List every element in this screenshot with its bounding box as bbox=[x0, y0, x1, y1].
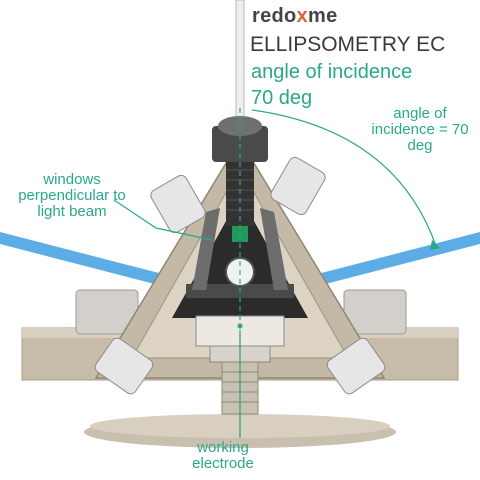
product-title: ELLIPSOMETRY EC bbox=[250, 33, 446, 56]
angle-heading-line1: angle of incidence bbox=[251, 61, 413, 83]
working-electrode-callout: working electrode bbox=[192, 439, 254, 472]
angle-arc bbox=[251, 109, 437, 247]
windows-leader-line bbox=[113, 199, 213, 241]
thumb-screw-top-left bbox=[150, 174, 206, 234]
window-left bbox=[192, 208, 220, 290]
angle-heading-line2: 70 deg bbox=[251, 87, 313, 109]
thumb-screw-top-right bbox=[270, 156, 326, 216]
arc-arrowhead bbox=[430, 240, 440, 250]
windows-callout: windows perpendicular to light beam bbox=[18, 171, 126, 220]
angle-callout: angle of incidence = 70 deg bbox=[371, 105, 469, 154]
green-seal bbox=[232, 224, 248, 242]
window-right bbox=[260, 208, 288, 290]
thumb-screw-bottom-right bbox=[326, 337, 386, 395]
brand-logo: redoxme bbox=[252, 5, 338, 27]
thumb-screw-bottom-left bbox=[94, 337, 154, 395]
